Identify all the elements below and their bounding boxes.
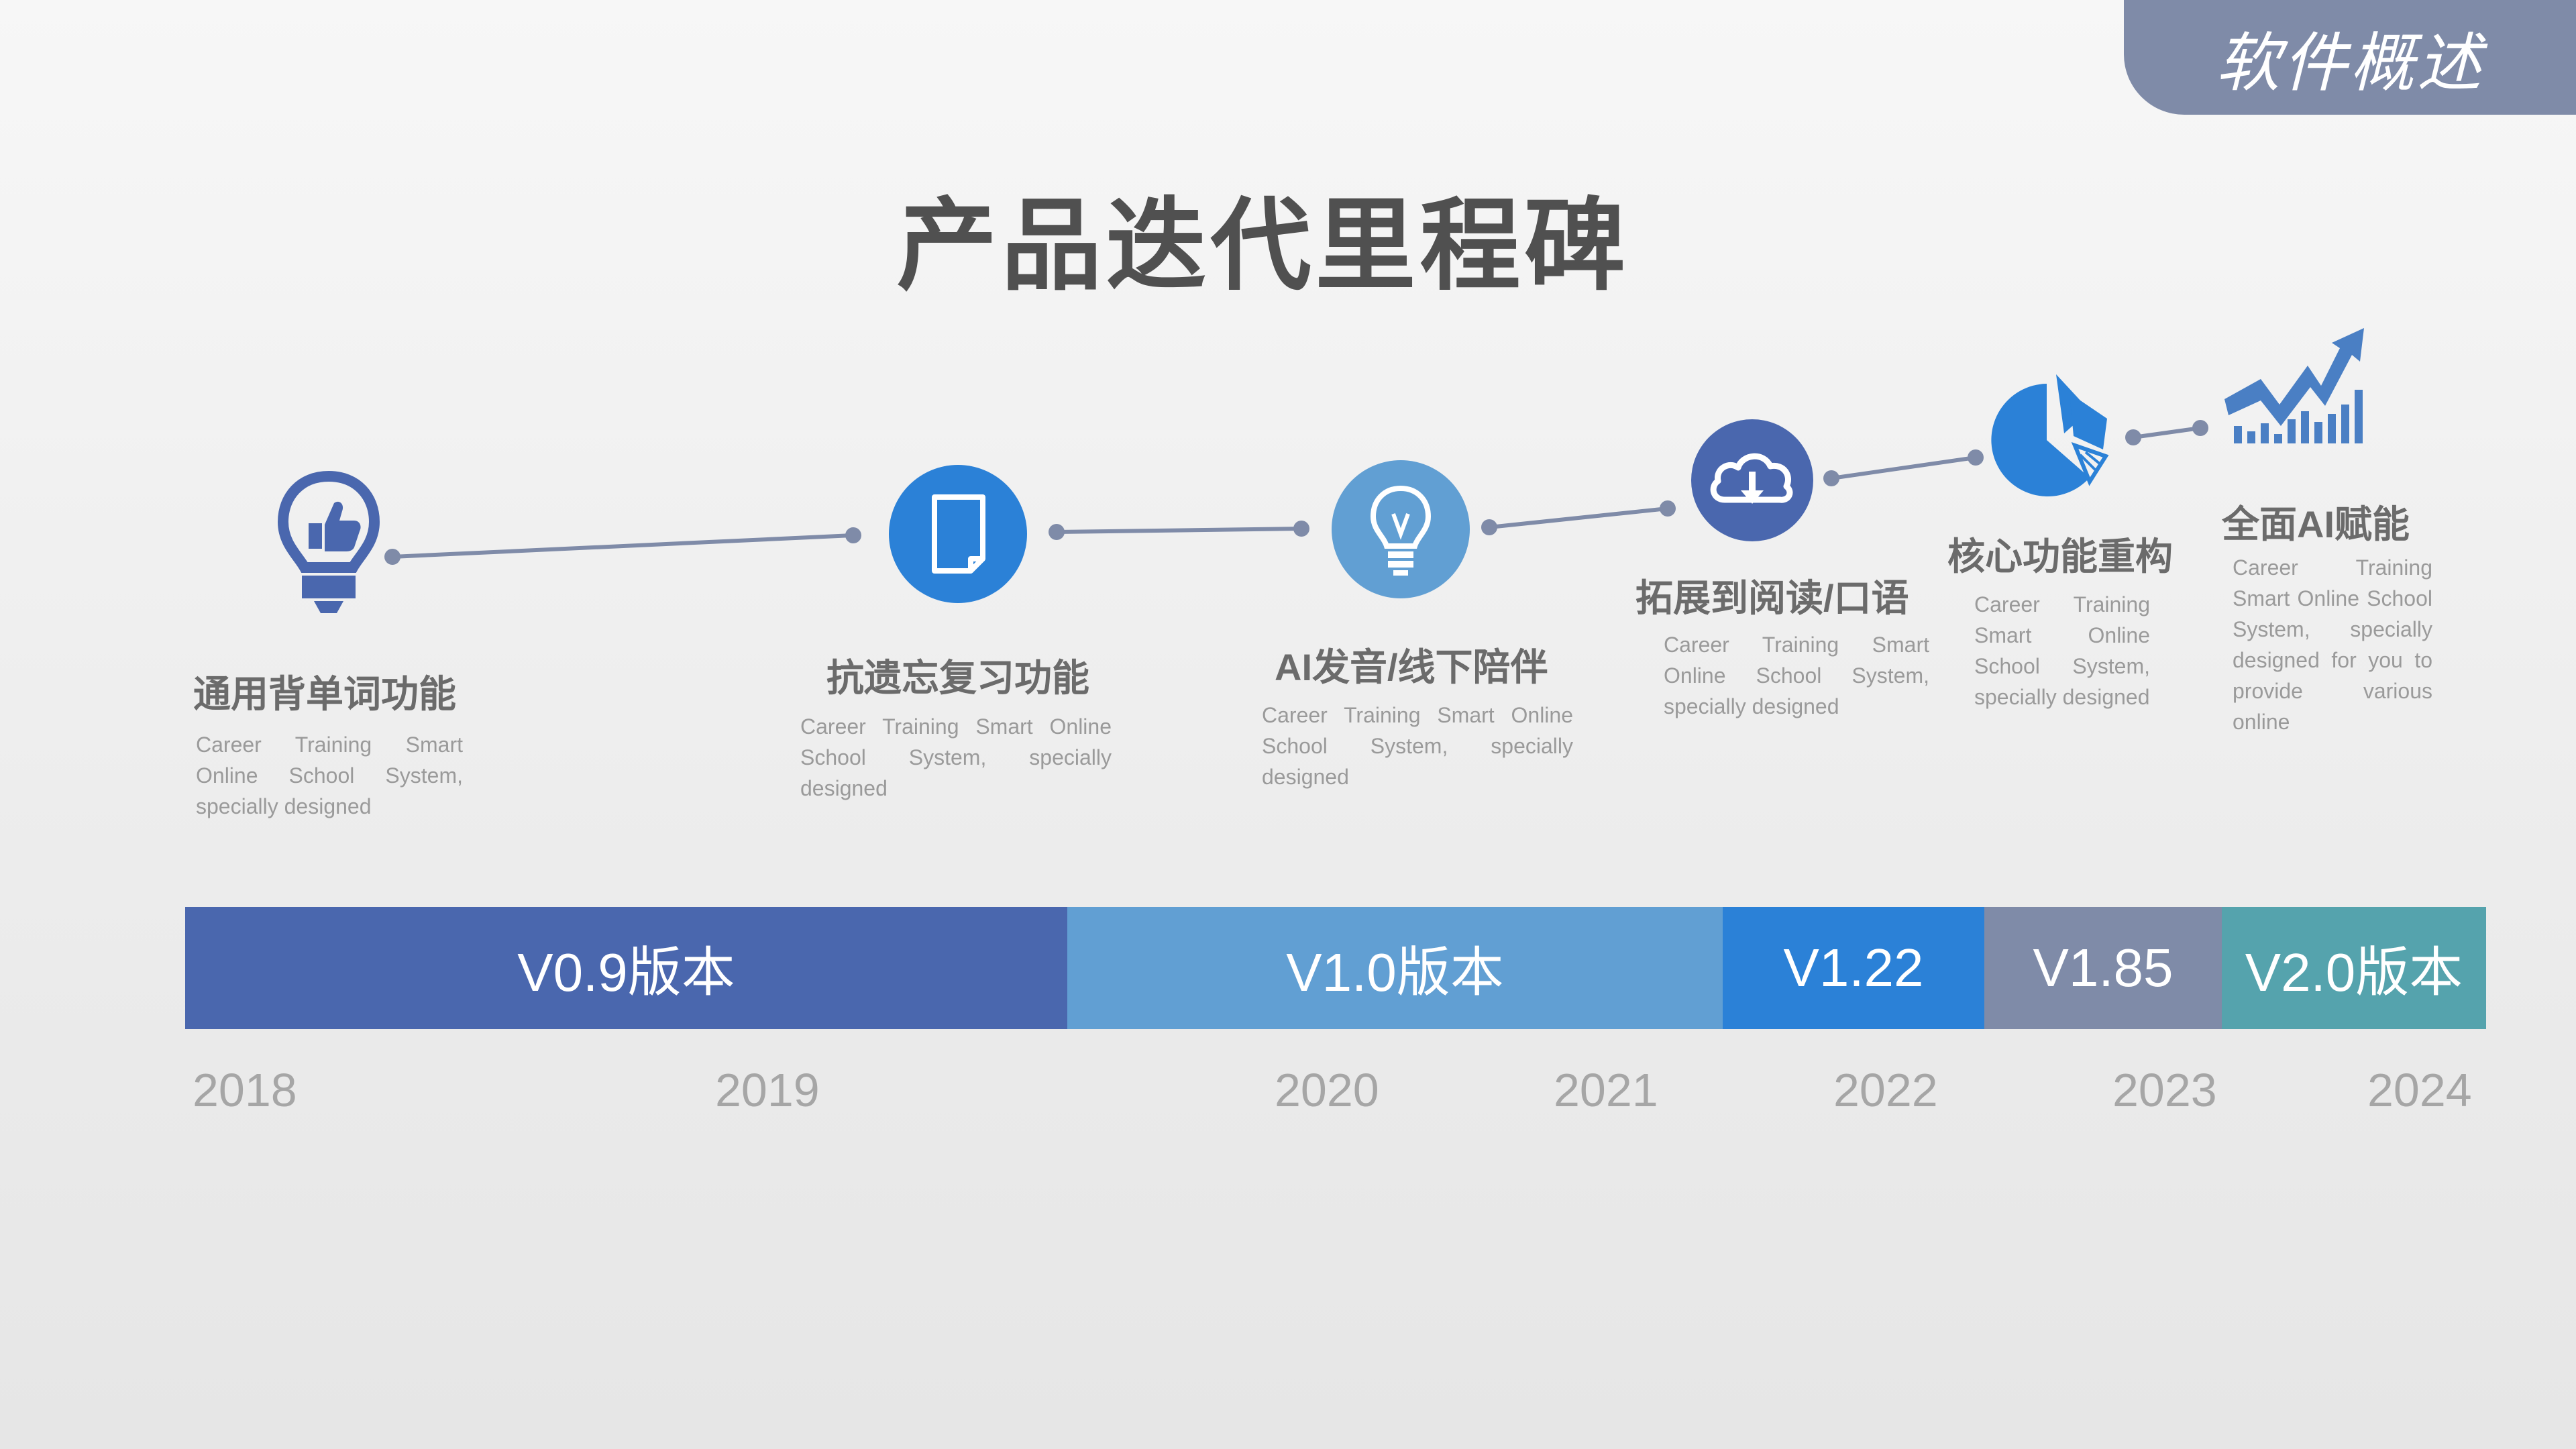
milestone-title-4: 拓展到阅读/口语 [1635,577,1909,619]
milestone-title-5: 核心功能重构 [1947,535,2173,578]
lightbulb-icon [1332,460,1470,598]
year-2018: 2018 [193,1064,297,1116]
milestone-title-2: 抗遗忘复习功能 [826,657,1089,699]
pie-chart-icon [1991,374,2109,496]
page-title: 产品迭代里程碑 [896,189,1629,302]
document-icon [889,465,1027,603]
growth-chart-icon [2224,328,2364,443]
year-2024: 2024 [2367,1064,2472,1116]
year-2020: 2020 [1275,1064,1379,1116]
version-band-v2-0: V2.0版本 [2222,907,2486,1029]
section-tab: 软件概述 [2124,0,2576,115]
milestone-desc-6: Career Training Smart Online School Syst… [2233,555,2432,734]
milestone-desc-5: Career Training Smart Online School Syst… [1974,592,2150,709]
year-2023: 2023 [2112,1064,2217,1116]
milestone-desc-2: Career Training Smart Online School Syst… [800,714,1112,800]
cloud-download-icon [1691,419,1813,541]
milestone-desc-3: Career Training Smart Online School Syst… [1262,703,1573,789]
milestone-desc-4: Career Training Smart Online School Syst… [1664,633,1929,718]
lightbulb-thumbs-up-icon [277,470,380,613]
milestone-desc-1: Career Training Smart Online School Syst… [196,733,463,818]
year-2019: 2019 [715,1064,820,1116]
year-2022: 2022 [1833,1064,1938,1116]
version-band-v0-9: V0.9版本 [185,907,1067,1029]
version-band-v1-22: V1.22 [1723,907,1984,1029]
milestone-title-6: 全面AI赋能 [2222,503,2410,545]
version-band-v1-0: V1.0版本 [1067,907,1723,1029]
milestone-title-3: AI发音/线下陪伴 [1275,646,1548,688]
milestone-title-1: 通用背单词功能 [193,673,456,715]
year-2021: 2021 [1554,1064,1658,1116]
version-band-v1-85: V1.85 [1984,907,2222,1029]
